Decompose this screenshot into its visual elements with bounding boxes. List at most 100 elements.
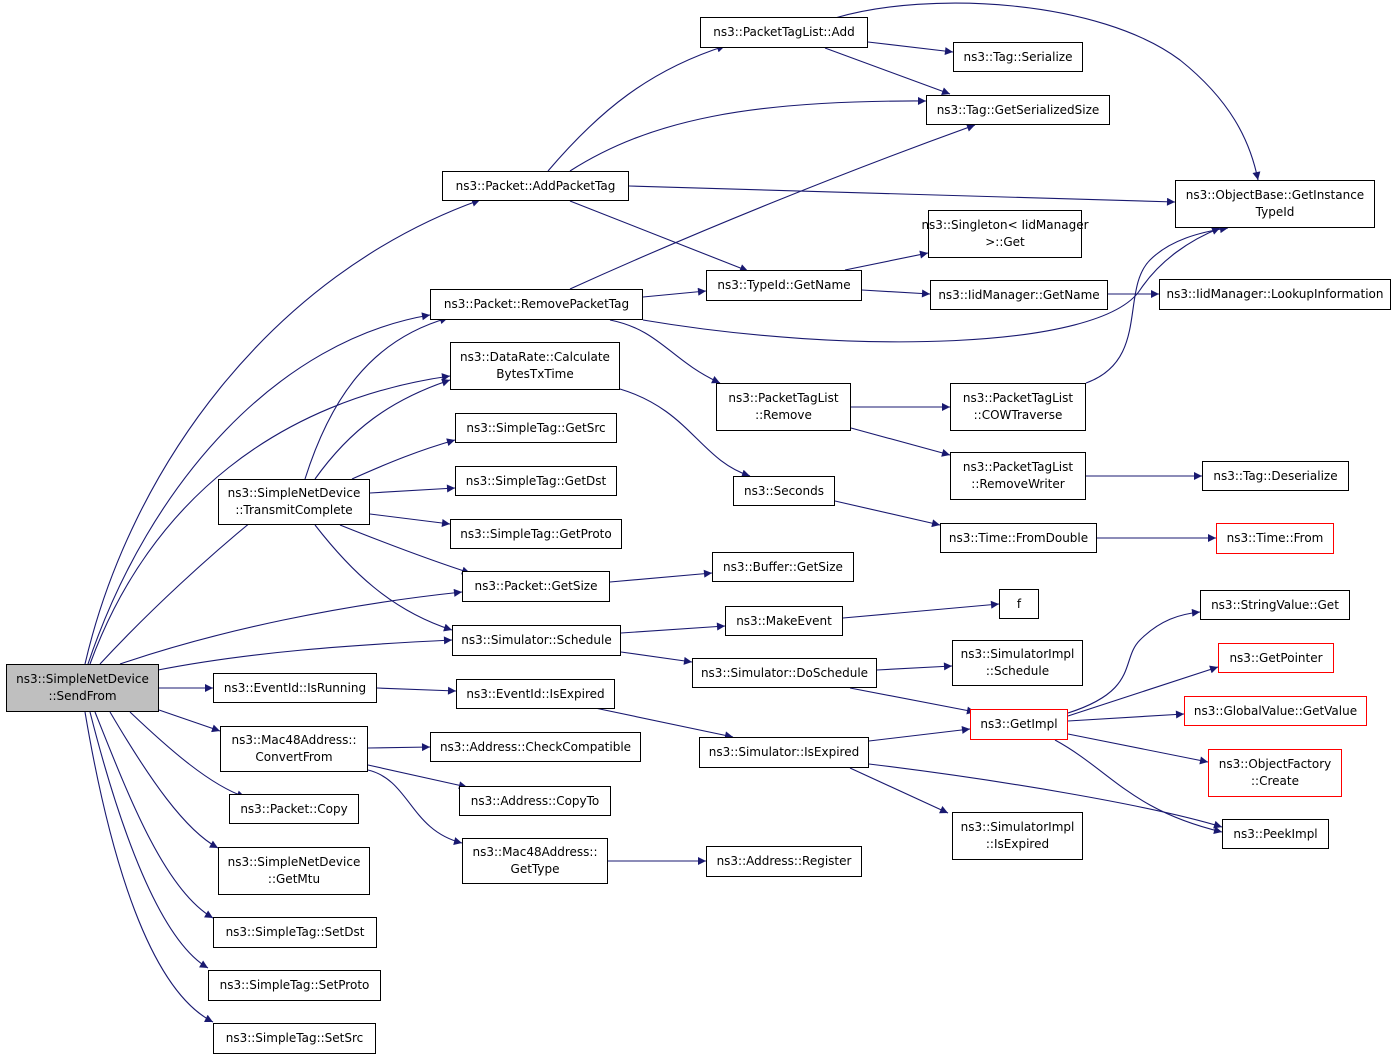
node-makeevent-label: ns3::MakeEvent bbox=[736, 613, 832, 628]
node-mac48gettype[interactable]: ns3::Mac48Address::GetType bbox=[462, 838, 608, 884]
node-getpointer[interactable]: ns3::GetPointer bbox=[1218, 643, 1334, 673]
node-ptlremove-line1: ns3::PacketTagList bbox=[728, 391, 839, 405]
node-typeidgetname[interactable]: ns3::TypeId::GetName bbox=[706, 270, 862, 301]
node-setdst[interactable]: ns3::SimpleTag::SetDst bbox=[213, 917, 377, 948]
node-checkcompatible[interactable]: ns3::Address::CheckCompatible bbox=[430, 732, 641, 762]
node-taggetserializedsize[interactable]: ns3::Tag::GetSerializedSize bbox=[926, 95, 1110, 125]
node-setproto[interactable]: ns3::SimpleTag::SetProto bbox=[208, 970, 381, 1001]
node-fromdouble-label: ns3::Time::FromDouble bbox=[948, 530, 1089, 545]
node-removewriter-line1: ns3::PacketTagList bbox=[962, 460, 1074, 474]
edge-isexpired-simisexpired bbox=[594, 707, 734, 740]
node-mac48gettype-line2: GetType bbox=[510, 862, 560, 876]
node-timefrom-label: ns3::Time::From bbox=[1226, 531, 1324, 545]
node-cowtraverse-line2: ::COWTraverse bbox=[973, 408, 1063, 422]
node-simimplschedule[interactable]: ns3::SimulatorImpl::Schedule bbox=[952, 640, 1083, 686]
edge-makeevent-f bbox=[842, 600, 1000, 619]
node-addressregister-label: ns3::Address::Register bbox=[716, 854, 852, 868]
node-cowtraverse[interactable]: ns3::PacketTagList::COWTraverse bbox=[950, 383, 1086, 431]
node-globalvaluegetvalue[interactable]: ns3::GlobalValue::GetValue bbox=[1184, 696, 1367, 726]
node-objectfactorycreate[interactable]: ns3::ObjectFactory::Create bbox=[1208, 749, 1342, 797]
edge-packetgetsize-buffergetsize bbox=[609, 569, 713, 583]
node-getproto[interactable]: ns3::SimpleTag::GetProto bbox=[450, 519, 622, 549]
node-getimpl-label: ns3::GetImpl bbox=[980, 717, 1058, 731]
node-sendfrom[interactable]: ns3::SimpleNetDevice::SendFrom bbox=[6, 664, 159, 712]
node-packetcopy[interactable]: ns3::Packet::Copy bbox=[229, 794, 359, 824]
node-tagserialize[interactable]: ns3::Tag::Serialize bbox=[953, 42, 1083, 72]
edge-schedule-makeevent bbox=[620, 622, 726, 634]
node-objectfactorycreate-line2: ::Create bbox=[1251, 774, 1299, 788]
node-getsrc-label: ns3::SimpleTag::GetSrc bbox=[466, 420, 606, 435]
node-schedule[interactable]: ns3::Simulator::Schedule bbox=[452, 625, 621, 656]
node-tagdeserialize[interactable]: ns3::Tag::Deserialize bbox=[1202, 461, 1349, 491]
edge-isrunning-isexpired bbox=[376, 686, 457, 695]
node-simimplschedule-line1: ns3::SimulatorImpl bbox=[960, 647, 1075, 661]
node-convertfrom[interactable]: ns3::Mac48Address::ConvertFrom bbox=[220, 726, 368, 772]
node-getmtu[interactable]: ns3::SimpleNetDevice::GetMtu bbox=[218, 847, 370, 895]
edge-addpackettag-getinstancetypeid bbox=[628, 185, 1176, 206]
node-copyto-label: ns3::Address::CopyTo bbox=[470, 793, 600, 808]
node-getinstancetypeid-line2: TypeId bbox=[1255, 205, 1295, 219]
node-ptladd-label: ns3::PacketTagList::Add bbox=[713, 25, 855, 39]
node-singletonget[interactable]: ns3::Singleton< IidManager>::Get bbox=[921, 210, 1089, 258]
node-addressregister[interactable]: ns3::Address::Register bbox=[706, 846, 862, 877]
node-getmtu-line1: ns3::SimpleNetDevice bbox=[227, 855, 361, 869]
node-doschedule[interactable]: ns3::Simulator::DoSchedule bbox=[692, 658, 877, 688]
node-getmtu-line2: ::GetMtu bbox=[267, 872, 321, 886]
node-objectfactorycreate-line1: ns3::ObjectFactory bbox=[1218, 757, 1332, 771]
node-isrunning-label: ns3::EventId::IsRunning bbox=[223, 680, 367, 695]
node-f[interactable]: f bbox=[999, 589, 1039, 619]
node-convertfrom-line2: ConvertFrom bbox=[255, 750, 333, 764]
node-isrunning[interactable]: ns3::EventId::IsRunning bbox=[213, 673, 377, 703]
node-addpackettag[interactable]: ns3::Packet::AddPacketTag bbox=[442, 171, 629, 201]
node-setdst-label: ns3::SimpleTag::SetDst bbox=[225, 925, 365, 939]
node-typeidgetname-label: ns3::TypeId::GetName bbox=[717, 278, 851, 292]
node-stringvalueget[interactable]: ns3::StringValue::Get bbox=[1200, 590, 1350, 620]
node-isexpired[interactable]: ns3::EventId::IsExpired bbox=[456, 679, 615, 709]
node-getdst-label: ns3::SimpleTag::GetDst bbox=[465, 473, 607, 488]
node-ptlremove[interactable]: ns3::PacketTagList::Remove bbox=[716, 383, 851, 431]
node-packetcopy-label: ns3::Packet::Copy bbox=[240, 801, 348, 816]
node-seconds[interactable]: ns3::Seconds bbox=[733, 476, 835, 506]
node-fromdouble[interactable]: ns3::Time::FromDouble bbox=[940, 523, 1097, 553]
node-buffergetsize[interactable]: ns3::Buffer::GetSize bbox=[712, 552, 854, 582]
edge-getimpl-getpointer bbox=[1067, 665, 1219, 717]
node-removewriter[interactable]: ns3::PacketTagList::RemoveWriter bbox=[950, 452, 1086, 500]
node-packetgetsize[interactable]: ns3::Packet::GetSize bbox=[462, 571, 610, 602]
node-checkcompatible-label: ns3::Address::CheckCompatible bbox=[439, 739, 632, 754]
node-transmitcomplete[interactable]: ns3::SimpleNetDevice::TransmitComplete bbox=[218, 479, 370, 525]
node-tagserialize-label: ns3::Tag::Serialize bbox=[963, 49, 1073, 64]
node-simimplisexpired[interactable]: ns3::SimulatorImpl::IsExpired bbox=[952, 812, 1083, 860]
node-getsrc[interactable]: ns3::SimpleTag::GetSrc bbox=[455, 413, 617, 443]
node-removepackettag[interactable]: ns3::Packet::RemovePacketTag bbox=[430, 289, 643, 320]
node-simisexpired-label: ns3::Simulator::IsExpired bbox=[708, 745, 860, 759]
node-peekimpl[interactable]: ns3::PeekImpl bbox=[1222, 819, 1329, 849]
node-timefrom[interactable]: ns3::Time::From bbox=[1216, 523, 1334, 554]
node-getdst[interactable]: ns3::SimpleTag::GetDst bbox=[455, 466, 617, 496]
edge-typeidgetname-iidgetname bbox=[861, 289, 931, 298]
node-peekimpl-label: ns3::PeekImpl bbox=[1233, 826, 1318, 841]
node-getproto-label: ns3::SimpleTag::GetProto bbox=[460, 526, 612, 541]
node-lookupinformation[interactable]: ns3::IidManager::LookupInformation bbox=[1159, 279, 1391, 310]
node-setsrc[interactable]: ns3::SimpleTag::SetSrc bbox=[213, 1023, 376, 1054]
node-doschedule-label: ns3::Simulator::DoSchedule bbox=[700, 665, 869, 680]
node-getpointer-label: ns3::GetPointer bbox=[1229, 650, 1323, 665]
node-convertfrom-line1: ns3::Mac48Address:: bbox=[231, 733, 357, 747]
node-schedule-label: ns3::Simulator::Schedule bbox=[461, 633, 612, 647]
node-ptladd[interactable]: ns3::PacketTagList::Add bbox=[700, 17, 868, 48]
node-iidgetname[interactable]: ns3::IidManager::GetName bbox=[930, 280, 1108, 310]
edge-sendfrom-packetgetsize bbox=[119, 588, 463, 665]
node-getimpl[interactable]: ns3::GetImpl bbox=[970, 709, 1068, 740]
node-singletonget-line1: ns3::Singleton< IidManager bbox=[921, 218, 1089, 232]
node-simisexpired[interactable]: ns3::Simulator::IsExpired bbox=[699, 737, 869, 768]
node-ptlremove-line2: ::Remove bbox=[755, 408, 812, 422]
edge-ptladd-getinstancetypeid bbox=[834, 2, 1261, 181]
node-makeevent[interactable]: ns3::MakeEvent bbox=[725, 606, 843, 636]
node-sendfrom-line1: ns3::SimpleNetDevice bbox=[16, 672, 149, 686]
node-copyto[interactable]: ns3::Address::CopyTo bbox=[459, 786, 611, 816]
edge-transmitcomplete-datarate bbox=[314, 378, 451, 480]
node-getinstancetypeid-line1: ns3::ObjectBase::GetInstance bbox=[1185, 188, 1365, 202]
edge-sendfrom-convertfrom bbox=[158, 709, 221, 733]
